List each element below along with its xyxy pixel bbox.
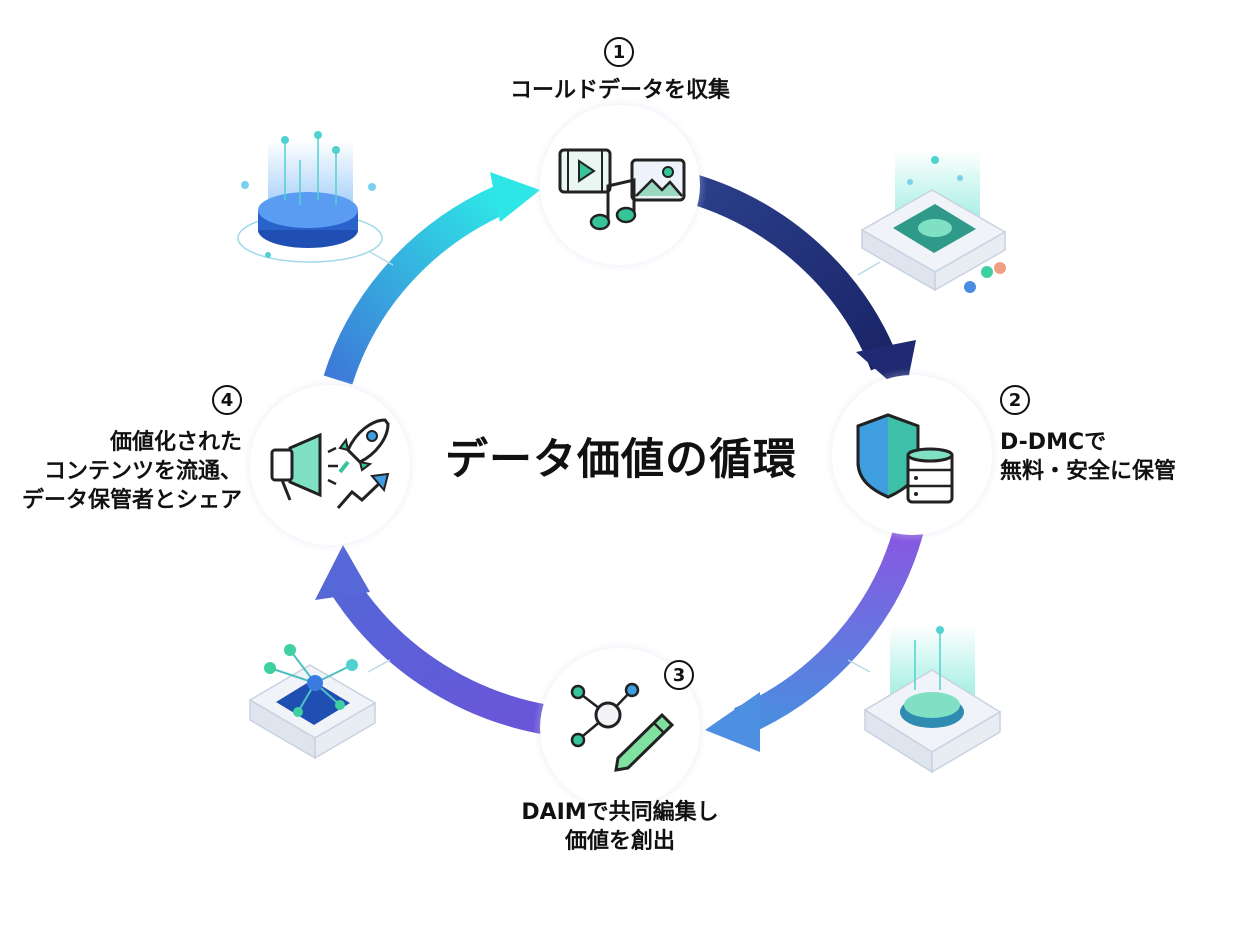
network-edit-icon (570, 682, 675, 772)
arrow-collect-to-store (685, 173, 899, 371)
arrow-store-to-edit (733, 521, 925, 736)
step-1-number: 1 (604, 37, 634, 67)
node-edit (533, 641, 707, 815)
media-collection-icon (558, 148, 686, 231)
megaphone-rocket-growth-icon (270, 418, 390, 509)
decor-server-box-icon (847, 625, 1002, 774)
step-2-number: 2 (1000, 385, 1030, 415)
arrow-share-to-collect (323, 186, 507, 385)
node-share (243, 378, 417, 552)
arrow-edit-to-share (327, 572, 551, 735)
step-3-label: DAIMで共同編集し 価値を創出 (521, 800, 719, 854)
step-1-label: コールドデータを収集 (509, 78, 730, 103)
step-4-label: 価値化された コンテンツを流通、 データ保管者とシェア (21, 430, 242, 513)
decor-storage-box-icon (857, 150, 1007, 293)
node-store (825, 368, 999, 542)
arrowhead-to-collect (490, 172, 540, 222)
shield-database-icon (856, 413, 954, 504)
step-4-number: 4 (212, 385, 242, 415)
step-3-number: 3 (664, 660, 694, 690)
node-collect (533, 98, 707, 272)
decor-cylinder-hub-icon (237, 131, 394, 266)
arrowhead-to-edit (705, 692, 760, 752)
step-2-label: D-DMCで 無料・安全に保管 (1000, 430, 1177, 484)
diagram-title: データ価値の循環 (445, 435, 797, 485)
decor-network-box-icon (248, 644, 391, 760)
arrowhead-to-share (315, 545, 370, 600)
